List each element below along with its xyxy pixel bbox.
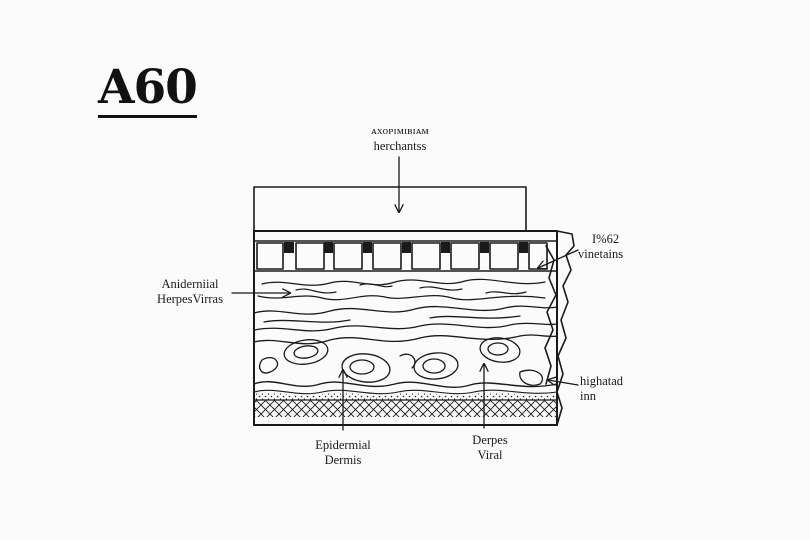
label-bottom-right: Derpes Viral	[460, 433, 520, 463]
diagram-title: A60	[98, 64, 198, 118]
label-bottom-left-line1: Epidermial	[315, 438, 371, 452]
label-right-top: I%62 vinetains	[578, 232, 623, 262]
label-bottom-left: Epidermial Dermis	[303, 438, 383, 468]
label-left: Aniderniial HerpesVirras	[148, 277, 232, 307]
label-top-line2: herchantss	[373, 139, 427, 153]
label-left-line1: Aniderniial	[161, 277, 219, 291]
dotted-layer	[254, 392, 557, 400]
cell-layer	[253, 334, 558, 386]
label-right-bottom-line1: highatad	[580, 374, 624, 388]
comb-teeth	[256, 242, 548, 270]
right-bottom-leader	[548, 380, 579, 385]
hypodermis-hatched-layer	[255, 400, 556, 417]
label-top: ᴀxᴏᴘɪᴍɪʙɪᴀᴍ herchantss	[355, 124, 445, 154]
epidermis-layer	[257, 278, 546, 301]
right-torn-edge	[556, 230, 575, 426]
label-bottom-left-line2: Dermis	[324, 453, 362, 467]
label-top-line1: ᴀxᴏᴘɪᴍɪʙɪᴀᴍ	[371, 125, 429, 137]
label-right-top-line1: I%62	[592, 232, 620, 246]
label-left-line2: HerpesVirras	[157, 292, 223, 306]
main-block-outline	[253, 230, 558, 426]
top-cover-box	[253, 186, 527, 232]
dermis-layer	[253, 305, 558, 332]
basal-membrane	[253, 380, 558, 388]
label-right-top-line2: vinetains	[578, 247, 624, 261]
right-top-leader	[538, 249, 579, 268]
label-bottom-right-line2: Viral	[477, 448, 503, 462]
label-right-bottom: highatad inn	[580, 374, 623, 404]
label-right-bottom-line2: inn	[580, 389, 596, 403]
label-bottom-right-line1: Derpes	[472, 433, 508, 447]
